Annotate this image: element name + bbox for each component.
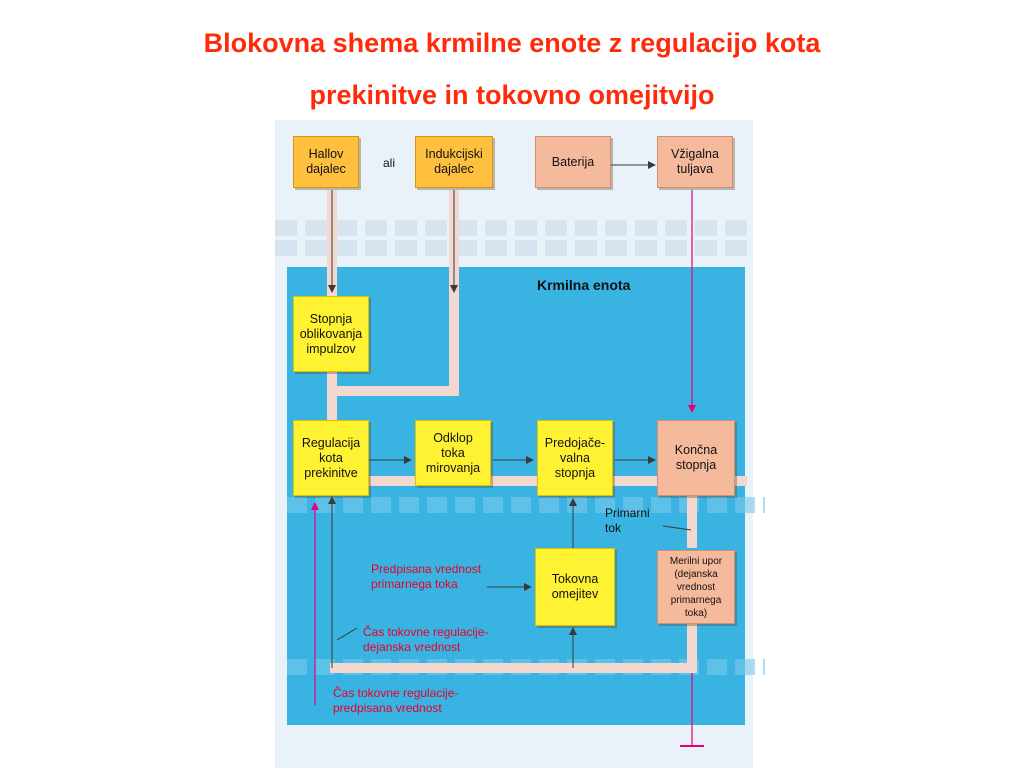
background-texture — [275, 220, 753, 236]
signal-path-resistor-down — [687, 620, 697, 672]
hall-sensor-box: Hallov dajalec — [293, 136, 359, 188]
ignition-coil-box: Vžigalna tuljava — [657, 136, 733, 188]
signal-path-join — [327, 386, 459, 396]
current-limiter-box: Tokovna omejitev — [535, 548, 615, 626]
output-stage-box: Končna stopnja — [657, 420, 735, 496]
block-diagram: Hallov dajalec ali Indukcijski dajalec B… — [275, 120, 765, 768]
connector-lines — [311, 161, 704, 747]
signal-path-output-down — [687, 486, 697, 548]
or-label: ali — [383, 156, 396, 170]
dwell-angle-regulation-box: Regulacija kota prekinitve — [293, 420, 369, 496]
regulation-time-setpoint-label: Čas tokovne regulacije- predpisana vredn… — [333, 686, 459, 715]
measuring-resistor-box: Merilni upor (dejanska vrednost primarne… — [657, 550, 735, 624]
driver-stage-box: Predojače- valna stopnja — [537, 420, 613, 496]
pulse-shaping-stage-box: Stopnja oblikovanja impulzov — [293, 296, 369, 372]
background-texture — [275, 240, 753, 256]
rest-current-cutoff-box: Odklop toka mirovanja — [415, 420, 491, 486]
page-title-line-2: prekinitve in tokovno omejitvijo — [309, 80, 715, 110]
regulation-time-actual-label: Čas tokovne regulacije- dejanska vrednos… — [363, 625, 489, 654]
control-unit-title: Krmilna enota — [537, 277, 631, 293]
setpoint-primary-current-label: Predpisana vrednost primarnega toka — [371, 562, 482, 591]
page-title-line-1: Blokovna shema krmilne enote z regulacij… — [203, 28, 821, 58]
induction-sensor-box: Indukcijski dajalec — [415, 136, 493, 188]
pointer-actual-time — [336, 627, 358, 641]
signal-path-return — [330, 663, 697, 673]
panel-texture — [287, 497, 765, 513]
pointer-primary-current — [662, 525, 692, 531]
battery-box: Baterija — [535, 136, 611, 188]
primary-current-label: Primarni tok — [605, 506, 650, 535]
